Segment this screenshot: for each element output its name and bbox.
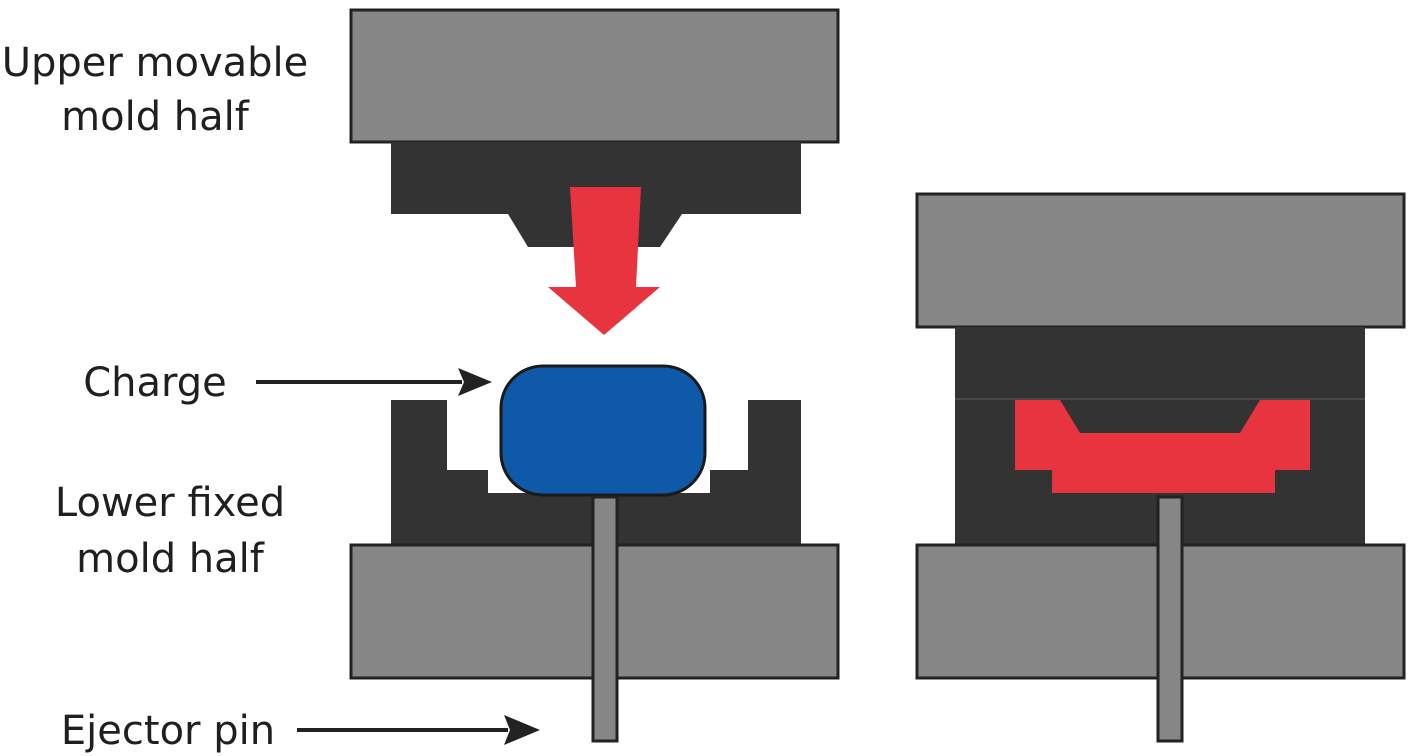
lower-mold-label-line1: Lower fixed xyxy=(55,480,285,526)
press-direction-arrow xyxy=(548,187,660,335)
closed-upper-platen xyxy=(915,192,1406,329)
molded-part xyxy=(1015,400,1310,493)
ejector-pin-label: Ejector pin xyxy=(61,708,275,754)
lower-mold-half xyxy=(391,400,801,545)
upper-mold-label-line2: mold half xyxy=(61,94,250,140)
ejector-pointer-arrow xyxy=(297,715,540,745)
ejector-pin xyxy=(591,495,619,743)
charge-blob xyxy=(499,364,707,497)
open-mold-assembly xyxy=(349,8,840,743)
lower-mold-label-line2: mold half xyxy=(76,536,265,582)
upper-mold-label-line1: Upper movable xyxy=(2,40,309,86)
closed-ejector-pin xyxy=(1156,495,1184,743)
charge-label: Charge xyxy=(83,360,227,406)
charge-pointer-arrow xyxy=(256,368,492,396)
upper-platen xyxy=(349,8,840,144)
closed-mold-assembly xyxy=(915,192,1406,743)
